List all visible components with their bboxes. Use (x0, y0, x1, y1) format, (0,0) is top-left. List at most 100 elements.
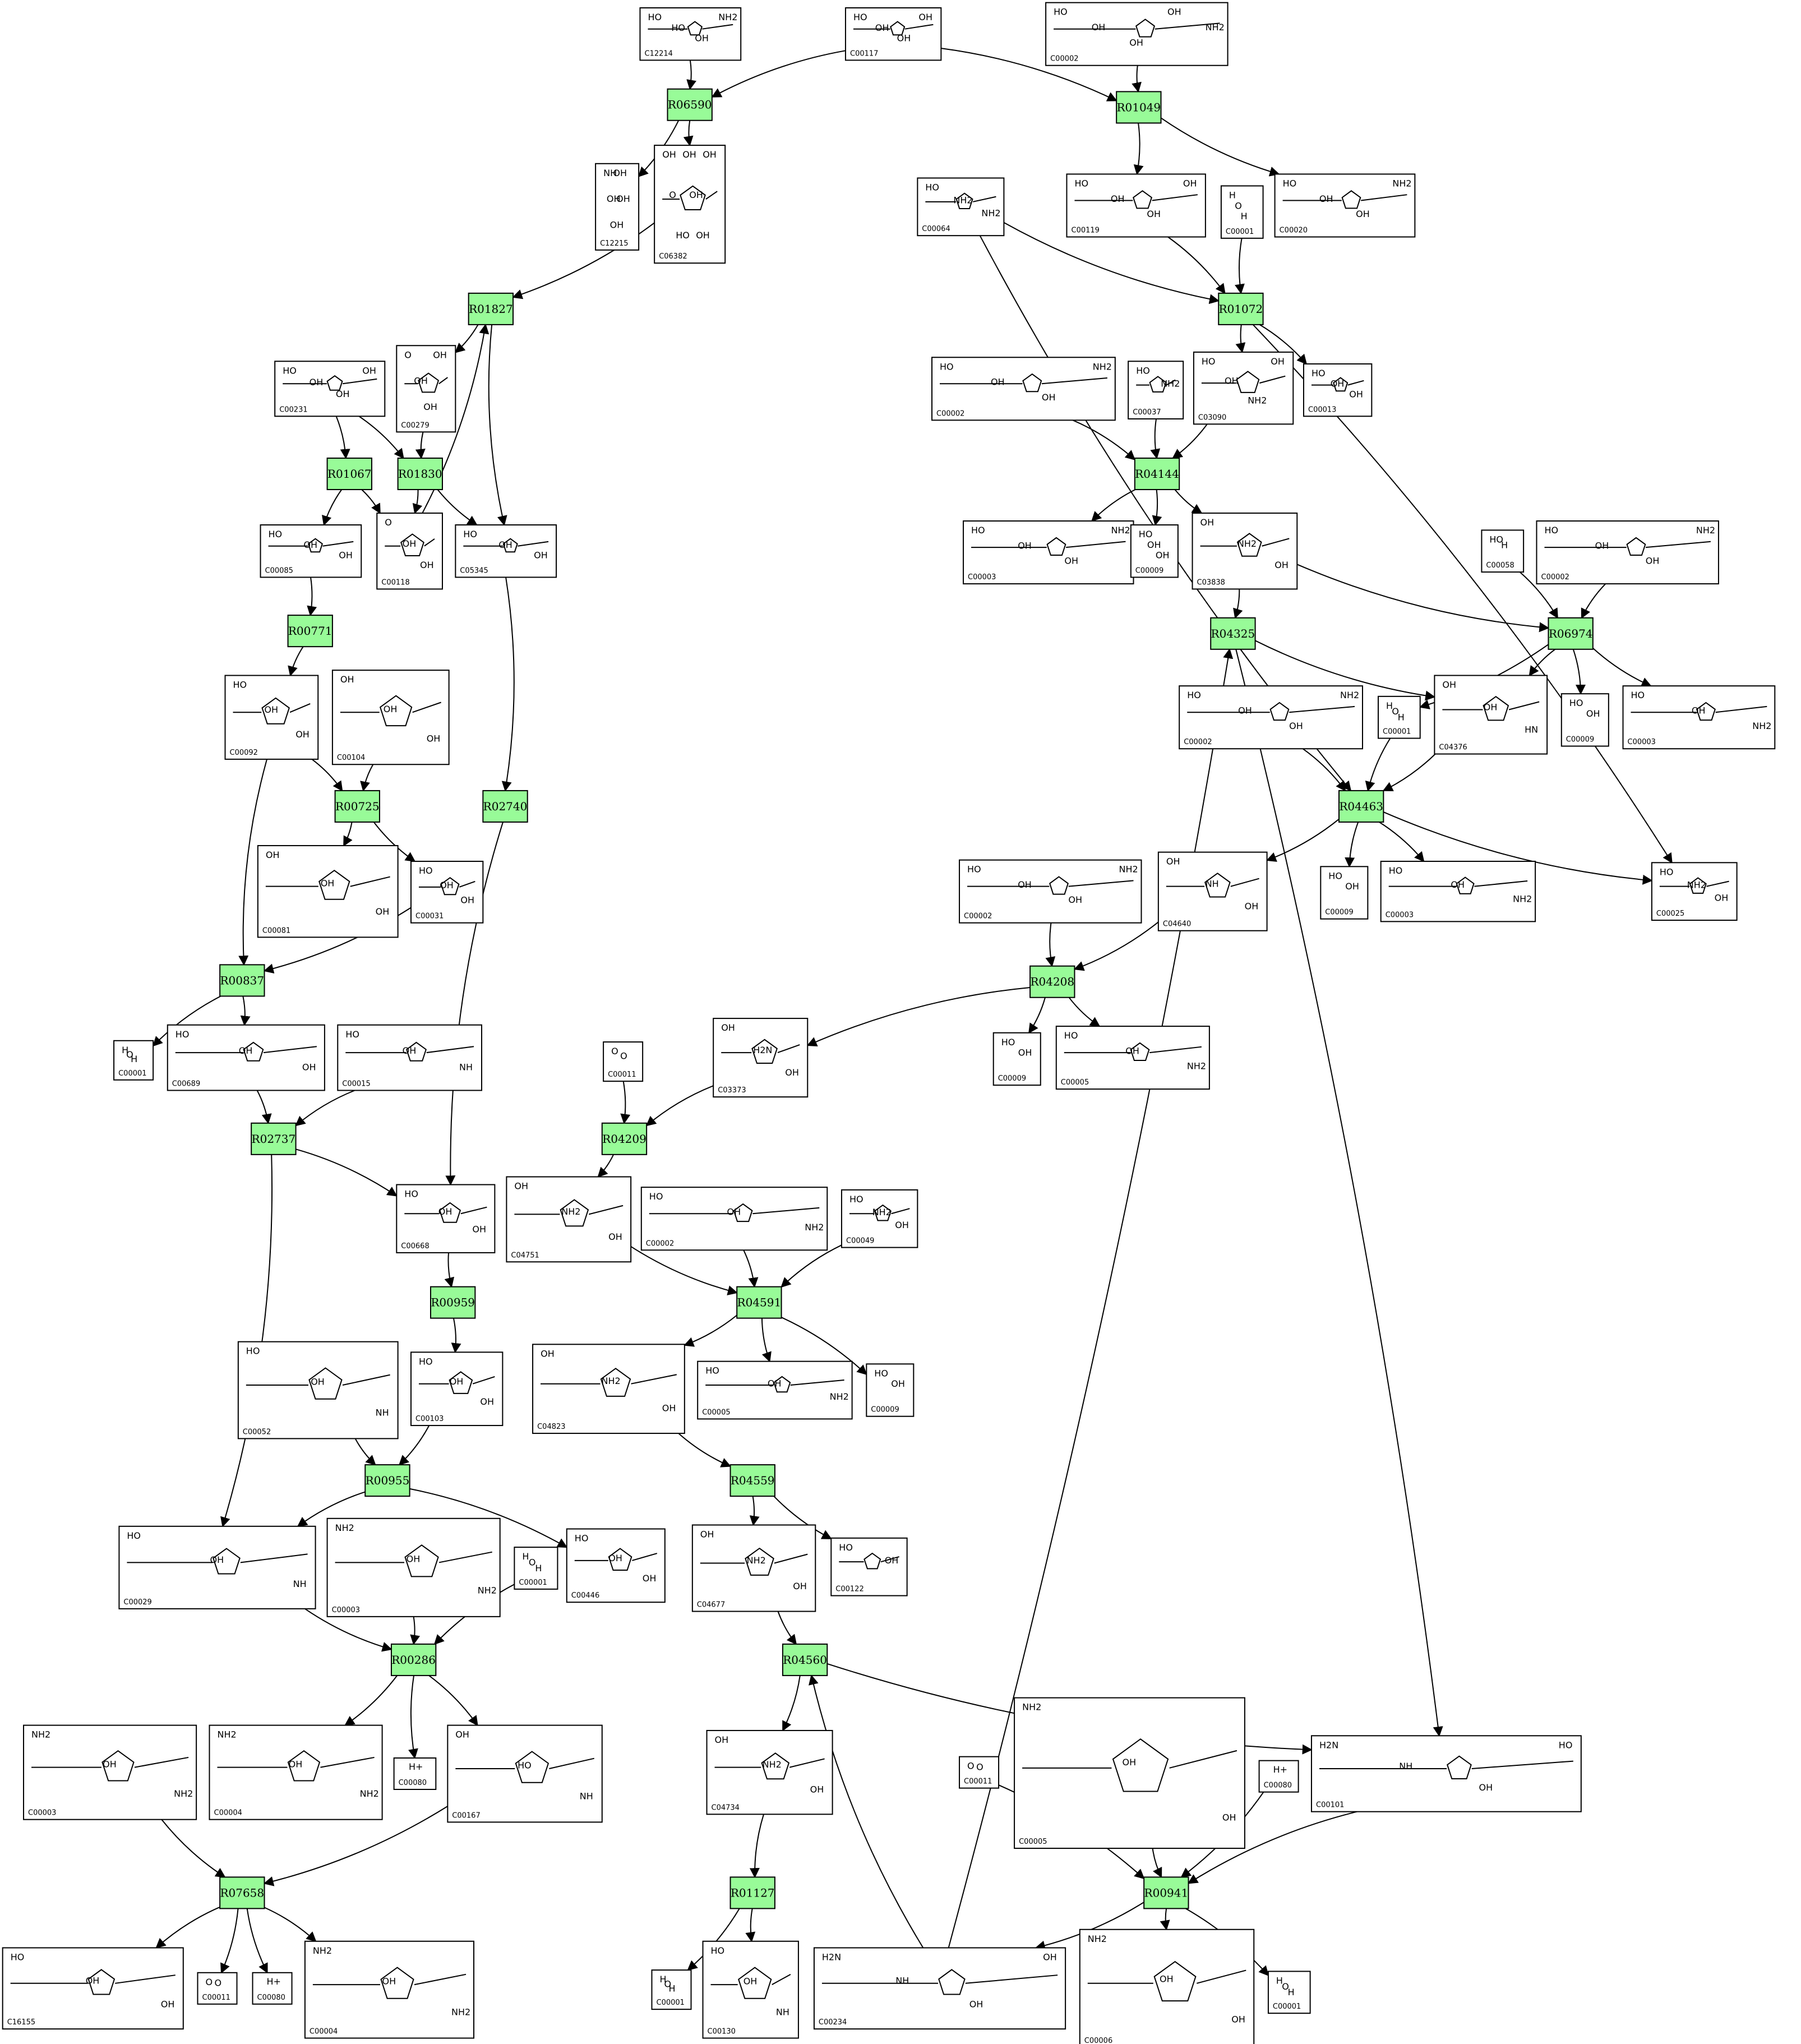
reaction-node[interactable]: R00959 (430, 1286, 476, 1319)
reaction-node[interactable]: R04144 (1134, 458, 1180, 491)
reaction-node[interactable]: R06590 (667, 88, 713, 121)
reaction-node[interactable]: R01049 (1116, 91, 1162, 124)
reaction-node[interactable]: R02737 (251, 1122, 297, 1155)
reaction-node[interactable]: R04209 (601, 1122, 648, 1155)
reaction-node[interactable]: R04463 (1338, 790, 1384, 823)
reaction-node[interactable]: R04325 (1210, 617, 1256, 650)
reaction-node[interactable]: R02740 (482, 790, 528, 823)
reaction-node[interactable]: R04208 (1029, 965, 1075, 998)
reaction-node[interactable]: R01072 (1218, 292, 1264, 325)
reaction-node[interactable]: R01830 (397, 458, 443, 491)
reaction-node[interactable]: R06974 (1548, 617, 1594, 650)
reaction-node[interactable]: R01067 (326, 458, 372, 491)
reaction-node[interactable]: R00771 (287, 615, 333, 648)
reaction-node[interactable]: R07658 (219, 1876, 265, 1909)
reaction-node[interactable]: R00941 (1143, 1876, 1189, 1909)
reaction-node[interactable]: R00286 (390, 1643, 437, 1676)
reaction-node[interactable]: R04591 (736, 1286, 782, 1319)
reaction-node[interactable]: R04559 (729, 1464, 775, 1497)
compound-node[interactable]: H+C00080 (1258, 1760, 1299, 1793)
reaction-node[interactable]: R00955 (364, 1464, 410, 1497)
compound-node[interactable]: H+C00080 (252, 1972, 293, 2005)
reaction-node[interactable]: R00725 (334, 790, 380, 823)
reaction-node[interactable]: R04560 (782, 1643, 828, 1676)
reaction-node[interactable]: R00837 (219, 964, 265, 997)
reaction-node[interactable]: R01127 (729, 1876, 775, 1909)
reaction-node[interactable]: R01827 (468, 292, 514, 325)
compound-node[interactable]: H+C00080 (393, 1757, 437, 1790)
